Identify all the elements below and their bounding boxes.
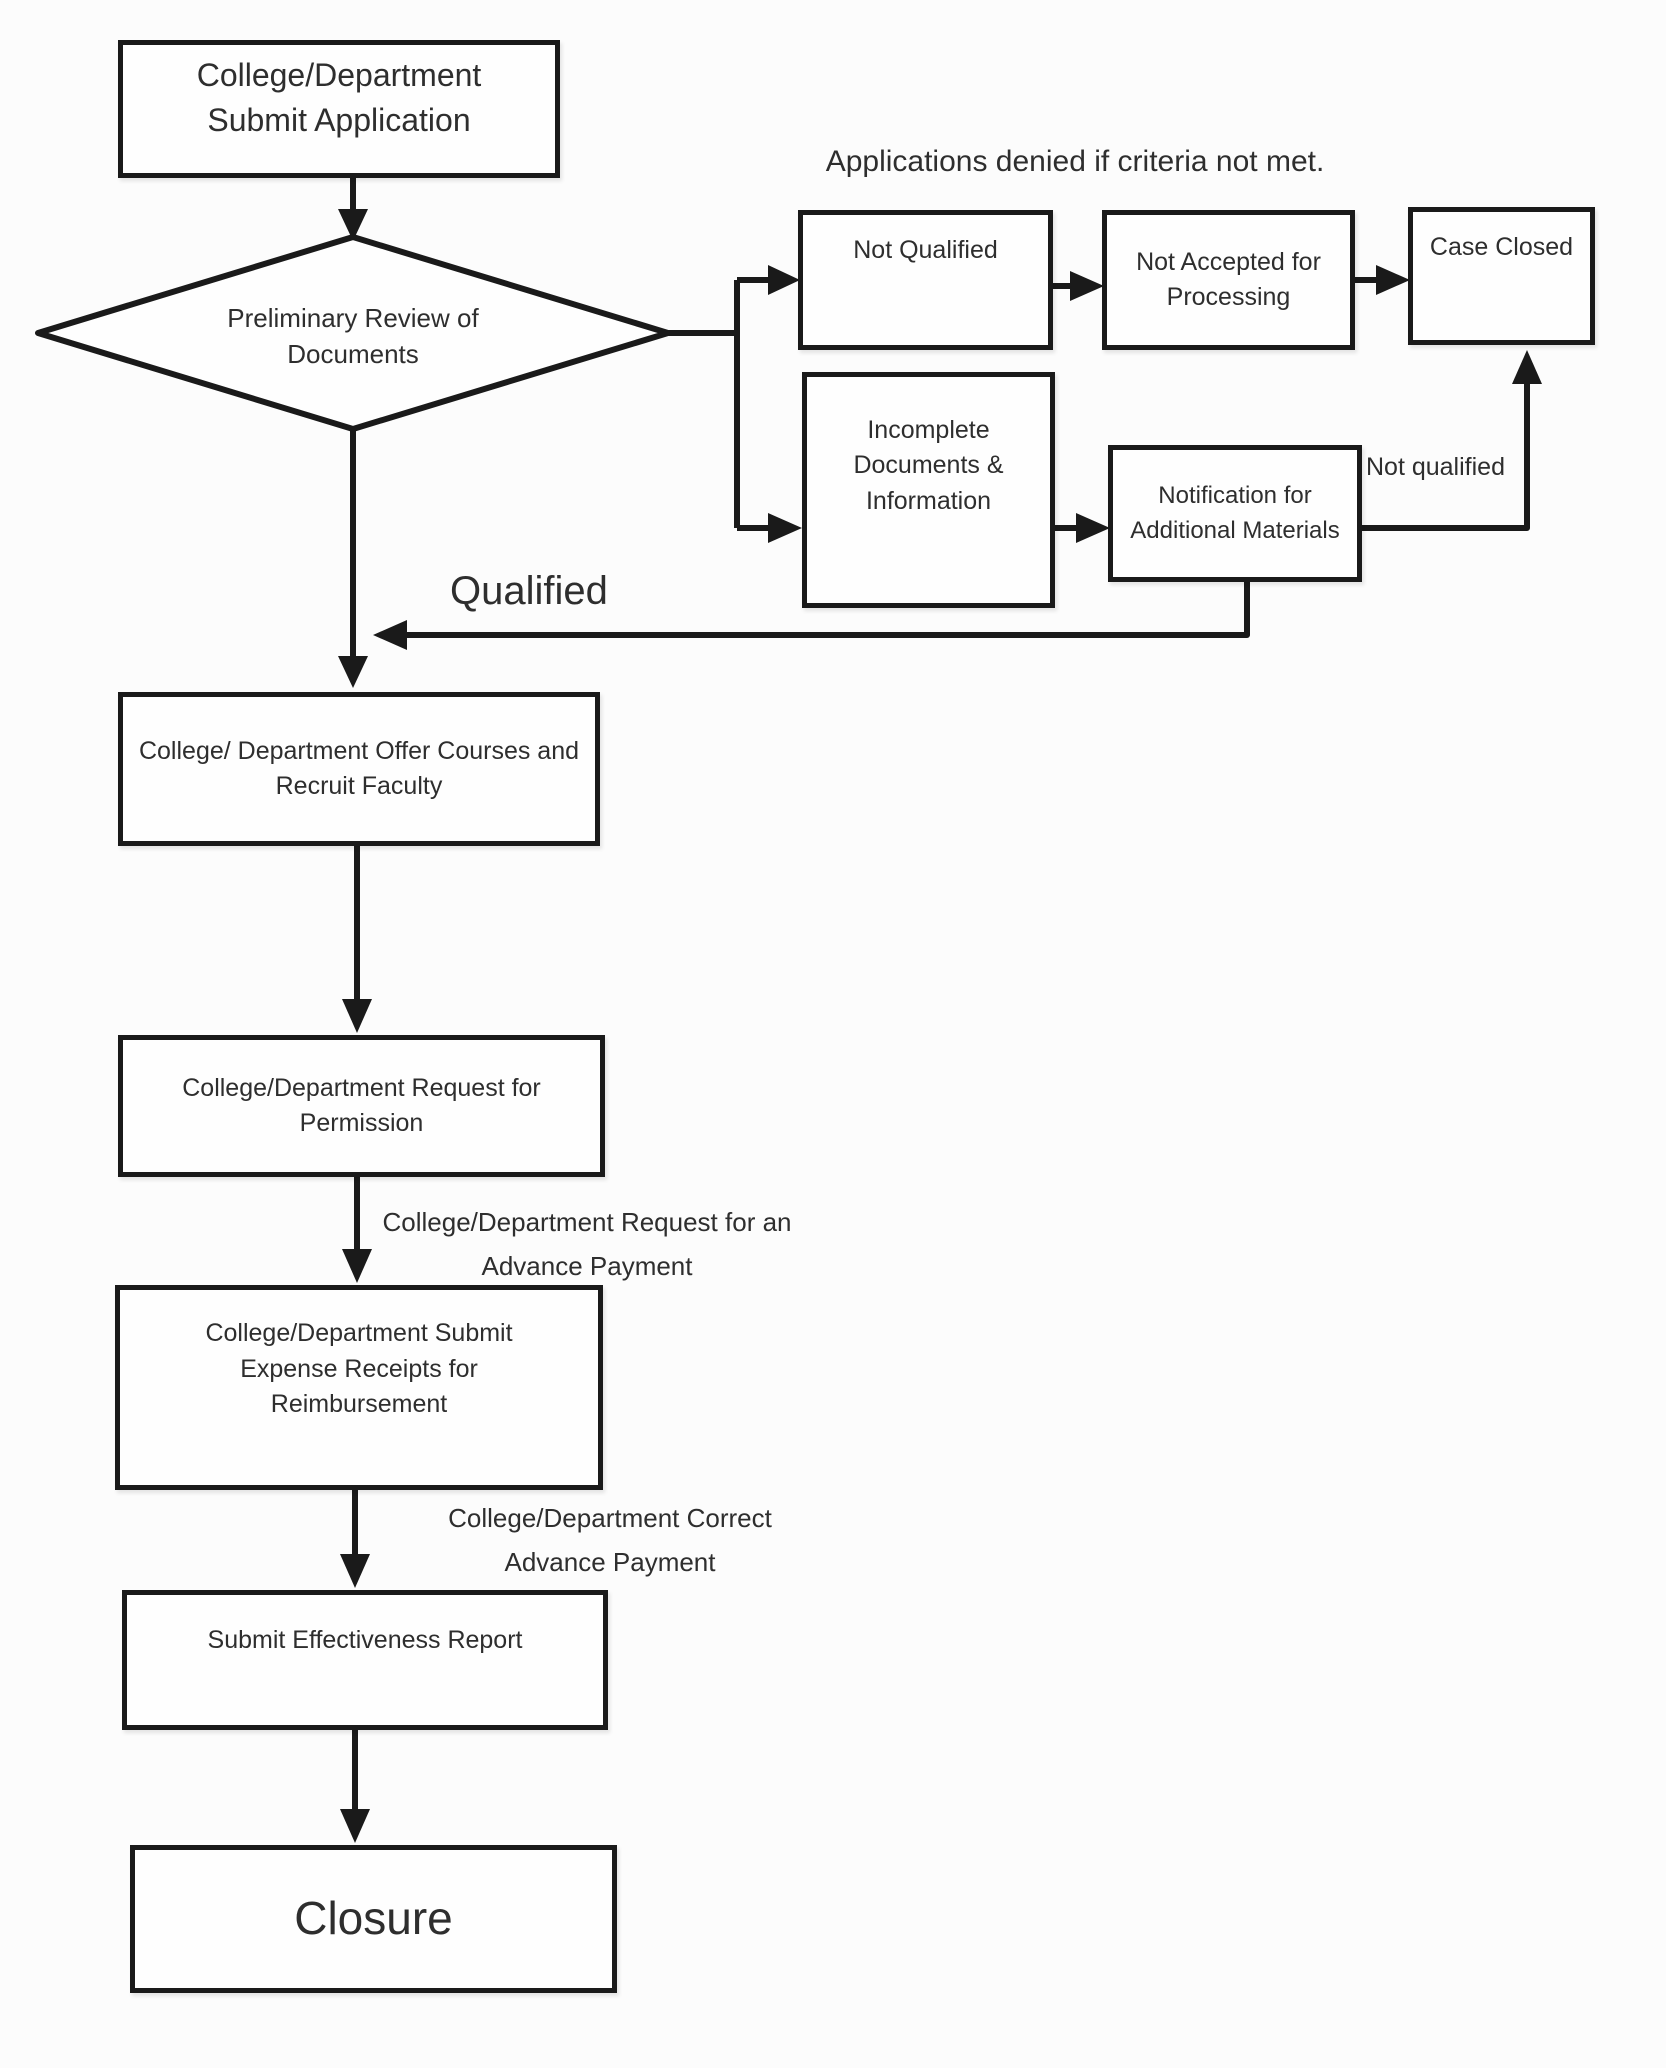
arrowhead-into-offer-courses <box>338 656 368 688</box>
arrowhead-into-closure <box>340 1809 370 1843</box>
edge-notification-to-case-closed <box>1362 384 1530 531</box>
node-case-closed: Case Closed <box>1408 207 1595 345</box>
edge-label-correct-advance: College/Department Correct Advance Payme… <box>448 1503 772 1578</box>
arrowhead-into-permission <box>342 999 372 1033</box>
node-submit-application: College/Department Submit Application <box>118 40 560 178</box>
decision-preliminary-review: Preliminary Review of Documents <box>227 303 479 370</box>
arrowhead-into-notification <box>1076 513 1110 543</box>
node-notification-materials: Notification for Additional Materials <box>1108 445 1362 582</box>
node-closure: Closure <box>130 1845 617 1993</box>
arrowhead-into-not-qualified <box>768 265 800 295</box>
node-effectiveness-report: Submit Effectiveness Report <box>122 1590 608 1730</box>
edge-label-not-qualified: Not qualified <box>1366 453 1505 481</box>
node-offer-courses: College/ Department Offer Courses and Re… <box>118 692 600 846</box>
decision-diamond-shape <box>35 234 671 432</box>
arrowhead-into-incomplete <box>768 513 802 543</box>
node-request-permission: College/Department Request for Permissio… <box>118 1035 605 1177</box>
arrowhead-qualified-left <box>373 620 407 650</box>
arrowhead-into-review <box>338 209 368 241</box>
arrowhead-into-case-closed-left <box>1376 265 1410 295</box>
node-submit-receipts: College/Department Submit Expense Receip… <box>115 1285 603 1490</box>
arrowhead-into-report <box>340 1554 370 1588</box>
edge-label-qualified: Qualified <box>450 569 608 613</box>
node-not-accepted: Not Accepted for Processing <box>1102 210 1355 350</box>
node-not-qualified: Not Qualified <box>798 210 1053 350</box>
edge-label-advance-request: College/Department Request for an Advanc… <box>382 1207 792 1282</box>
arrowhead-into-not-accepted <box>1070 271 1104 301</box>
node-incomplete-documents: Incomplete Documents & Information <box>802 372 1055 608</box>
denial-note: Applications denied if criteria not met. <box>825 145 1325 178</box>
edge-notification-to-qualified <box>407 582 1250 638</box>
arrowhead-into-receipts <box>342 1249 372 1283</box>
arrowhead-into-case-closed-bottom <box>1512 350 1542 384</box>
